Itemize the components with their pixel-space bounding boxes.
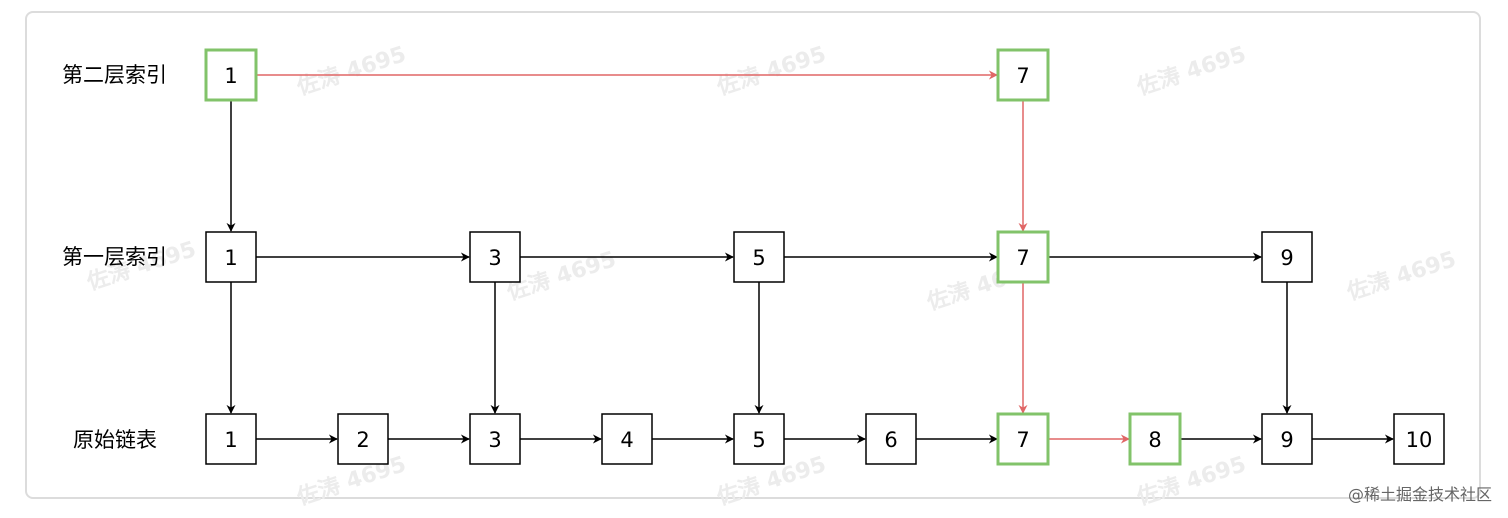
- node-box: [469, 231, 521, 283]
- node-box: [601, 413, 653, 465]
- row-label-level-1: 第一层索引: [62, 245, 167, 269]
- list-node: 9: [1261, 231, 1313, 283]
- node-box: [205, 231, 257, 283]
- row-label-original-list: 原始链表: [73, 428, 157, 452]
- node-value: 6: [884, 428, 897, 452]
- list-node: 5: [733, 413, 785, 465]
- node-box: [337, 413, 389, 465]
- list-node: 7: [996, 412, 1050, 466]
- node-box: [733, 231, 785, 283]
- footer-credit: @稀土掘金技术社区: [1348, 485, 1492, 504]
- watermark-text: 佐涛 4695: [1133, 41, 1249, 101]
- node-box: [205, 413, 257, 465]
- watermark-text: 佐涛 4695: [293, 41, 409, 101]
- row-label-layer: 第二层索引 第一层索引 原始链表: [62, 63, 167, 452]
- list-node: 1: [205, 413, 257, 465]
- diagram-frame: [25, 11, 1481, 499]
- node-value: 4: [620, 428, 633, 452]
- node-value: 1: [224, 428, 237, 452]
- node-box-highlighted: [1128, 412, 1182, 466]
- node-value: 7: [1016, 246, 1029, 270]
- node-box: [865, 413, 917, 465]
- node-value: 3: [488, 246, 501, 270]
- node-value: 1: [224, 64, 237, 88]
- watermark-text: 佐涛 4695: [713, 41, 829, 101]
- node-value: 9: [1280, 428, 1293, 452]
- list-node: 6: [865, 413, 917, 465]
- node-value: 5: [752, 246, 765, 270]
- node-box: [1393, 413, 1445, 465]
- node-value: 10: [1406, 428, 1433, 452]
- list-node: 5: [733, 231, 785, 283]
- node-box: [1261, 413, 1313, 465]
- node-box-highlighted: [204, 48, 258, 102]
- node-value: 2: [356, 428, 369, 452]
- watermark-text: 佐涛 4695: [1343, 246, 1459, 306]
- node-box: [1261, 231, 1313, 283]
- list-node: 7: [996, 48, 1050, 102]
- node-box-highlighted: [996, 230, 1050, 284]
- list-node: 9: [1261, 413, 1313, 465]
- list-node: 4: [601, 413, 653, 465]
- node-box: [469, 413, 521, 465]
- node-value: 9: [1280, 246, 1293, 270]
- node-value: 3: [488, 428, 501, 452]
- list-node: 2: [337, 413, 389, 465]
- node-value: 5: [752, 428, 765, 452]
- list-node: 10: [1393, 413, 1445, 465]
- node-box-highlighted: [996, 412, 1050, 466]
- edge-layer: [226, 70, 1394, 444]
- list-node: 3: [469, 413, 521, 465]
- list-node: 3: [469, 231, 521, 283]
- list-node: 1: [205, 231, 257, 283]
- node-value: 7: [1016, 64, 1029, 88]
- row-label-level-2: 第二层索引: [62, 63, 167, 87]
- node-value: 8: [1148, 428, 1161, 452]
- node-box-highlighted: [996, 48, 1050, 102]
- node-value: 1: [224, 246, 237, 270]
- node-value: 7: [1016, 428, 1029, 452]
- list-node: 7: [996, 230, 1050, 284]
- list-node: 8: [1128, 412, 1182, 466]
- list-node: 1: [204, 48, 258, 102]
- node-box: [733, 413, 785, 465]
